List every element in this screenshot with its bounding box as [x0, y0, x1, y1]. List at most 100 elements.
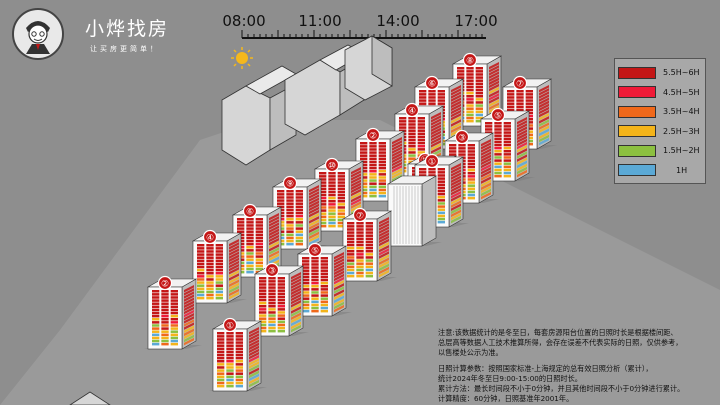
unit-sunlight-cell — [334, 258, 344, 266]
unit-sunlight-cell — [437, 189, 445, 193]
unit-sunlight-cell — [215, 290, 223, 294]
unit-sunlight-cell — [428, 102, 436, 105]
building-number: ⑩ — [328, 162, 336, 172]
unit-sunlight-cell — [347, 265, 355, 269]
unit-sunlight-cell — [255, 236, 263, 240]
unit-sunlight-cell — [249, 361, 259, 369]
unit-sunlight-cell — [249, 370, 259, 379]
unit-sunlight-cell — [379, 241, 389, 250]
unit-sunlight-cell — [170, 330, 178, 333]
unit-sunlight-cell — [369, 182, 377, 185]
unit-sunlight-cell — [378, 160, 386, 164]
unit-sunlight-cell — [503, 153, 511, 156]
unit-sunlight-cell — [334, 267, 344, 276]
unit-sunlight-cell — [356, 265, 364, 269]
unit-sunlight-cell — [197, 247, 205, 250]
unit-sunlight-cell — [328, 175, 336, 178]
unit-sunlight-cell — [215, 284, 223, 287]
unit-sunlight-cell — [369, 166, 377, 170]
unit-sunlight-cell — [503, 168, 511, 172]
unit-sunlight-cell — [328, 218, 336, 222]
unit-sunlight-cell — [320, 275, 328, 279]
unit-sunlight-cell — [539, 113, 549, 121]
unit-sunlight-cell — [215, 296, 223, 300]
unit-sunlight-cell — [525, 139, 533, 143]
sun-timeline[interactable] — [241, 30, 486, 39]
unit-sunlight-cell — [226, 366, 234, 369]
unit-sunlight-cell — [184, 316, 194, 324]
unit-sunlight-cell — [217, 356, 225, 360]
unit-sunlight-cell — [319, 209, 327, 212]
unit-sunlight-cell — [229, 251, 239, 259]
unit-sunlight-cell — [494, 128, 502, 131]
note-line: 以售楼处公示为准。 — [438, 348, 503, 358]
unit-sunlight-cell — [255, 233, 263, 237]
unit-sunlight-cell — [437, 177, 445, 180]
unit-sunlight-cell — [249, 345, 259, 354]
unit-sunlight-cell — [206, 290, 214, 294]
unit-sunlight-cell — [379, 223, 389, 231]
unit-sunlight-cell — [235, 378, 243, 382]
unit-sunlight-cell — [309, 191, 319, 199]
unit-sunlight-cell — [356, 231, 364, 234]
unit-sunlight-cell — [337, 212, 345, 215]
unit-sunlight-cell — [457, 73, 465, 76]
unit-sunlight-cell — [302, 260, 310, 263]
unit-sunlight-cell — [379, 229, 389, 237]
building-number-badge — [264, 262, 280, 278]
unit-sunlight-cell — [467, 178, 475, 181]
unit-sunlight-cell — [259, 289, 267, 292]
unit-sunlight-cell — [229, 260, 239, 269]
unit-sunlight-cell — [229, 242, 239, 250]
unit-sunlight-cell — [378, 194, 386, 198]
unit-sunlight-cell — [215, 272, 223, 275]
unit-sunlight-cell — [246, 258, 254, 261]
building-tower[interactable]: ④ — [189, 229, 247, 304]
unit-sunlight-cell — [399, 120, 407, 123]
unit-sunlight-cell — [295, 196, 303, 199]
unit-sunlight-cell — [360, 170, 368, 173]
unit-sunlight-cell — [206, 253, 214, 256]
legend-item: 4.5H~5H — [618, 83, 702, 103]
unit-sunlight-cell — [311, 303, 319, 307]
unit-sunlight-cell — [277, 320, 285, 324]
unit-sunlight-cell — [360, 151, 368, 154]
unit-sunlight-cell — [356, 222, 364, 225]
unit-sunlight-cell — [539, 106, 549, 115]
unit-sunlight-cell — [217, 344, 225, 347]
unit-sunlight-cell — [309, 231, 319, 240]
building-tower[interactable]: ① — [209, 317, 267, 392]
unit-sunlight-cell — [161, 311, 169, 315]
legend-swatch — [618, 66, 656, 79]
unit-sunlight-cell — [360, 145, 368, 148]
building-tower[interactable]: ⑧ — [449, 52, 507, 127]
unit-sunlight-cell — [347, 243, 355, 247]
unit-sunlight-cell — [489, 83, 499, 92]
unit-sunlight-cell — [379, 238, 389, 247]
building-tower[interactable]: ② — [144, 275, 202, 350]
unit-sunlight-cell — [235, 332, 243, 335]
unit-sunlight-cell — [378, 154, 386, 157]
unit-sunlight-cell — [408, 148, 416, 151]
unit-sunlight-cell — [269, 256, 279, 265]
unit-sunlight-cell — [197, 278, 205, 281]
unit-sunlight-cell — [517, 145, 527, 153]
unit-sunlight-cell — [334, 298, 344, 307]
unit-sunlight-cell — [369, 142, 377, 145]
unit-sunlight-cell — [319, 200, 327, 203]
building-tower[interactable]: ⑤ — [294, 242, 352, 317]
unit-sunlight-cell — [197, 268, 205, 272]
unit-sunlight-cell — [229, 285, 239, 294]
unit-sunlight-cell — [286, 224, 294, 227]
unit-sunlight-cell — [152, 333, 160, 337]
unit-sunlight-cell — [152, 342, 160, 346]
unit-sunlight-cell — [351, 195, 361, 203]
building-tower[interactable]: ③ — [251, 262, 309, 337]
building-tower[interactable] — [384, 175, 442, 247]
unit-sunlight-cell — [237, 218, 245, 221]
building-number: ① — [428, 158, 436, 168]
unit-sunlight-cell — [319, 193, 327, 197]
building-tower[interactable]: ⑤ — [477, 107, 535, 182]
building-tower[interactable]: ⑦ — [339, 207, 397, 282]
